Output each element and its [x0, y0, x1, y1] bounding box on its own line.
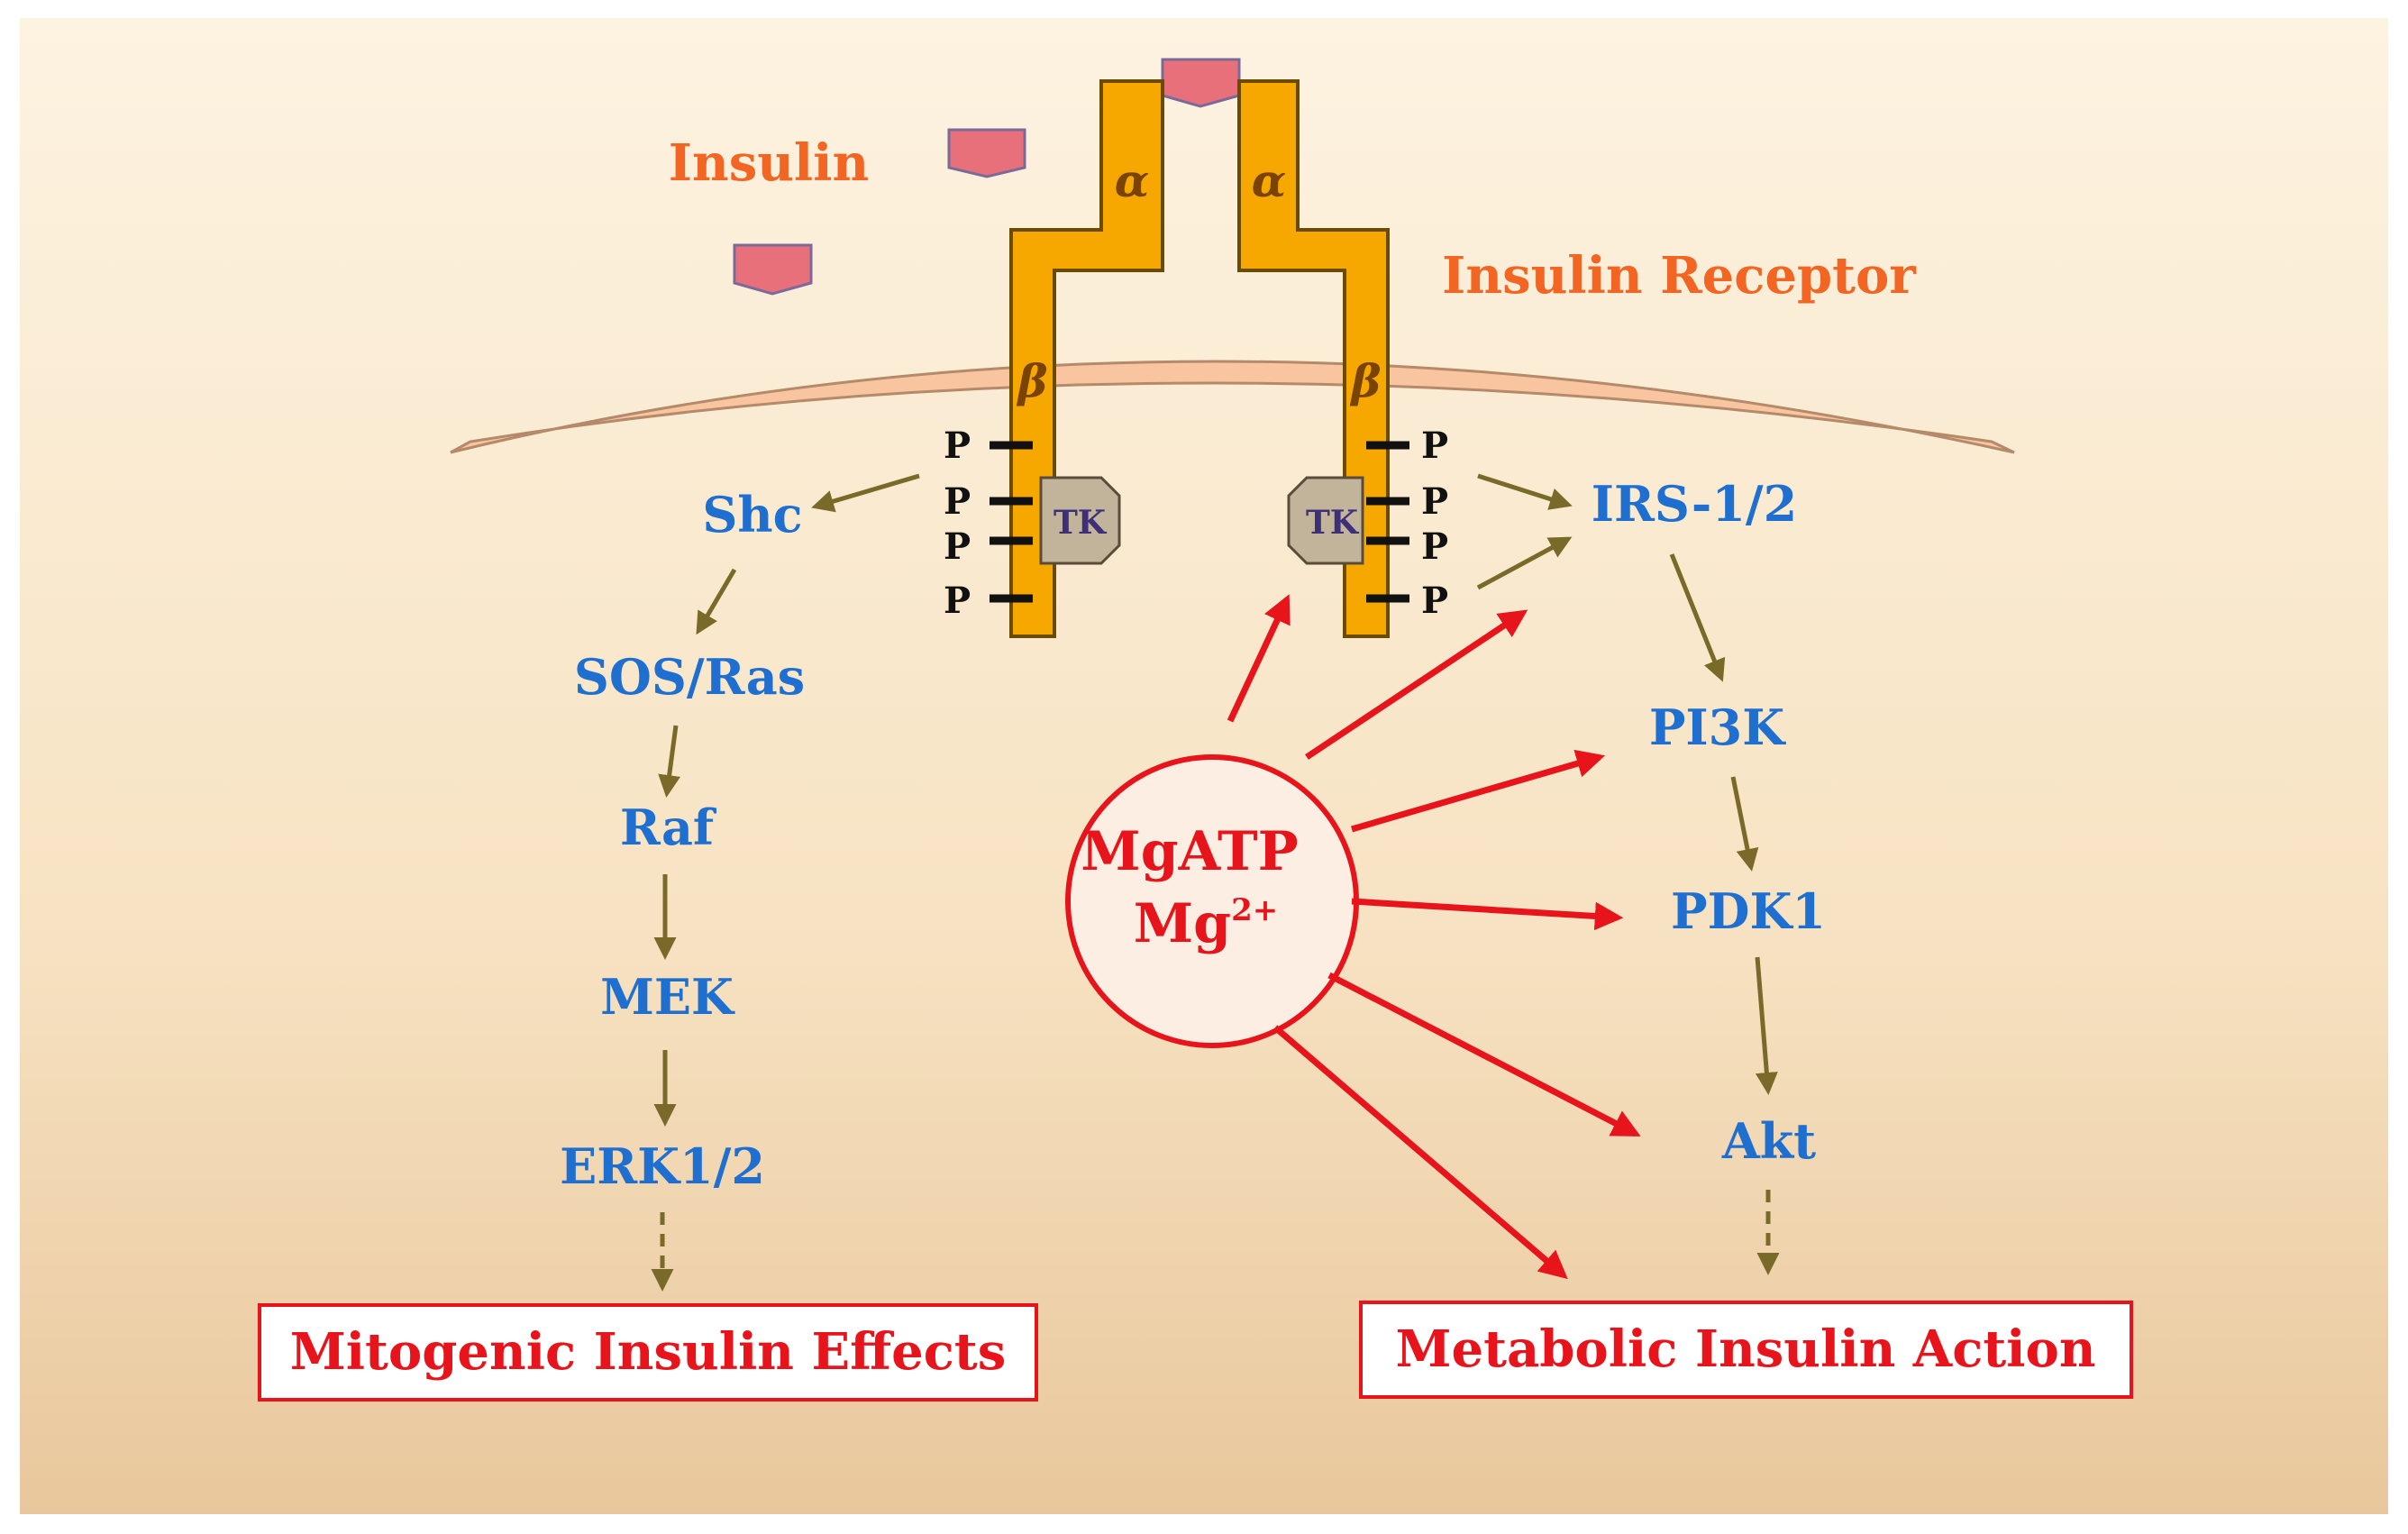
tk-domain-left: TK	[1039, 476, 1121, 565]
arrow-mgatp-to-metabolic	[1272, 1025, 1568, 1280]
node-shc: Shc	[702, 486, 802, 543]
arrow-mgatp-to-tk	[1227, 594, 1291, 723]
insulin-molecule-2	[947, 128, 1026, 178]
tk-label-right: TK	[1306, 504, 1360, 542]
node-raf: Raf	[620, 799, 717, 856]
metabolic-action-box: Metabolic Insulin Action	[1359, 1301, 2133, 1399]
mg-charge: 2+	[1231, 892, 1278, 928]
arrow-irs-to-pi3k	[1669, 553, 1726, 682]
mitogenic-arrows	[651, 473, 920, 1292]
tk-domain-right: TK	[1287, 476, 1364, 565]
phospho-label: P	[1421, 525, 1448, 568]
cell-membrane	[450, 360, 2015, 454]
insulin-molecule-3	[733, 243, 813, 296]
node-pdk1: PDK1	[1671, 882, 1826, 940]
phospho-label: P	[944, 480, 971, 523]
node-akt: Akt	[1721, 1112, 1816, 1170]
mg-label: Mg2+	[1134, 892, 1279, 955]
arrow-shc-to-sos	[696, 568, 737, 635]
arrow-pi3k-to-pdk1	[1730, 776, 1759, 872]
insulin-label: Insulin	[669, 133, 869, 193]
phospho-label: P	[944, 525, 971, 568]
node-mek: MEK	[600, 968, 735, 1026]
metabolic-action-label: Metabolic Insulin Action	[1395, 1319, 2095, 1379]
beta-label-left: β	[1016, 354, 1047, 407]
arrow-pdk1-to-akt	[1755, 956, 1778, 1095]
mitogenic-effects-box: Mitogenic Insulin Effects	[258, 1303, 1038, 1402]
phospho-label: P	[944, 580, 971, 622]
alpha-label-right: α	[1252, 154, 1286, 207]
node-erk: ERK1/2	[560, 1137, 765, 1195]
arrow-mgatp-to-pdk1	[1351, 898, 1624, 931]
insulin-molecule-1	[1161, 58, 1241, 108]
arrow-receptor-to-shc	[811, 473, 920, 513]
mg-symbol: Mg	[1134, 892, 1231, 955]
arrow-mgatp-to-akt	[1327, 972, 1641, 1137]
mgatp-label: MgATP	[1081, 820, 1298, 883]
mitogenic-effects-label: Mitogenic Insulin Effects	[290, 1322, 1007, 1382]
phospho-sites-left: P P P P	[944, 425, 1033, 622]
arrow-sos-to-raf	[658, 725, 681, 798]
insulin-receptor-label: Insulin Receptor	[1442, 246, 1917, 306]
node-sos-ras: SOS/Ras	[574, 648, 805, 706]
phospho-label: P	[1421, 480, 1448, 523]
alpha-label-left: α	[1115, 154, 1149, 207]
node-pi3k: PI3K	[1649, 699, 1786, 756]
arrow-mgatp-to-pi3k	[1351, 749, 1606, 833]
arrow-mgatp-to-irs	[1305, 609, 1528, 760]
phospho-label: P	[1421, 425, 1448, 467]
metabolic-arrows	[1476, 473, 1780, 1275]
phospho-sites-right: P P P P	[1366, 425, 1448, 622]
mgatp-arrows	[1227, 594, 1641, 1280]
arrow-receptor-to-irs-1	[1477, 473, 1573, 510]
tk-label-left: TK	[1054, 504, 1108, 542]
phospho-label: P	[944, 425, 971, 467]
arrow-receptor-to-irs-2	[1476, 536, 1573, 590]
phospho-label: P	[1421, 580, 1448, 622]
node-irs: IRS-1/2	[1592, 475, 1797, 533]
beta-label-right: β	[1349, 354, 1381, 407]
